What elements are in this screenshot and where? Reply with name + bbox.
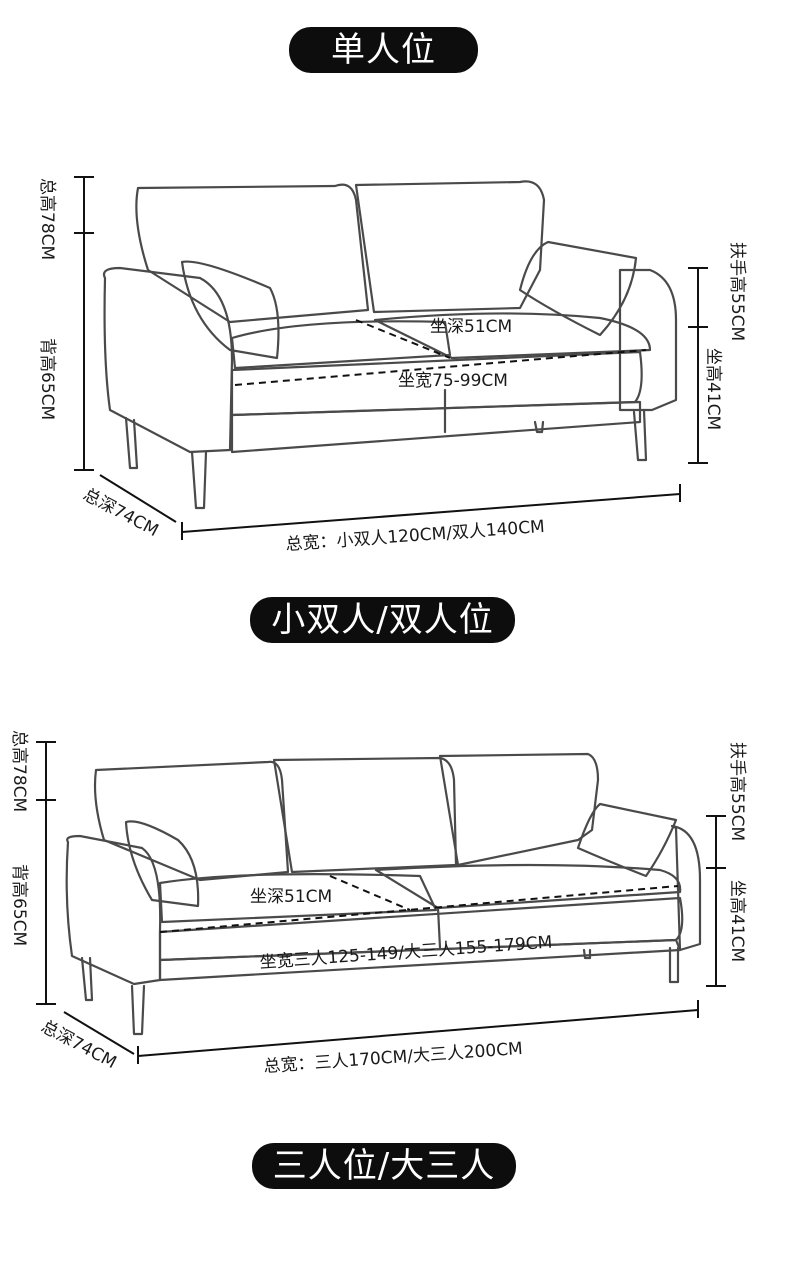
total-height-label: 总高78CM (9, 730, 29, 812)
seat-depth-line (355, 319, 451, 359)
seat-height-label: 坐高41CM (703, 348, 723, 430)
three-seat-diagram: 总高78CM 背高65CM 扶手高55CM 坐高41CM 坐深51CM 坐宽三人… (9, 730, 747, 1077)
seat-width-line (159, 885, 679, 933)
loveseat-outline (102, 180, 678, 510)
total-width-label: 总宽：小双人120CM/双人140CM (285, 517, 545, 555)
back-height-label: 背高65CM (37, 338, 57, 420)
total-width-label: 总宽：三人170CM/大三人200CM (263, 1039, 523, 1077)
seat-depth-label: 坐深51CM (250, 887, 332, 907)
armrest-height-label: 扶手高55CM (727, 242, 747, 341)
section-title-single: 单人位 (289, 27, 478, 73)
back-height-label: 背高65CM (9, 864, 29, 946)
seat-depth-label: 坐深51CM (430, 317, 512, 337)
seat-depth-line (329, 875, 411, 911)
dimension-lines (36, 741, 726, 1064)
total-depth-label: 总深74CM (38, 1017, 120, 1073)
section-title-double: 小双人/双人位 (250, 597, 515, 643)
seat-width-line (234, 349, 647, 386)
dimension-lines (74, 176, 708, 540)
armrest-height-label: 扶手高55CM (727, 742, 747, 841)
section-title-triple: 三人位/大三人 (252, 1143, 516, 1189)
total-height-label: 总高78CM (37, 178, 57, 260)
loveseat-diagram: 总高78CM 背高65CM 扶手高55CM 坐高41CM 坐深51CM 坐宽75… (37, 176, 747, 555)
seat-height-label: 坐高41CM (727, 880, 747, 962)
three-seat-outline (65, 752, 702, 1036)
seat-width-label: 坐宽75-99CM (398, 371, 508, 391)
total-depth-label: 总深74CM (80, 485, 162, 541)
seat-width-label: 坐宽三人125-149/大三人155-179CM (259, 933, 553, 973)
